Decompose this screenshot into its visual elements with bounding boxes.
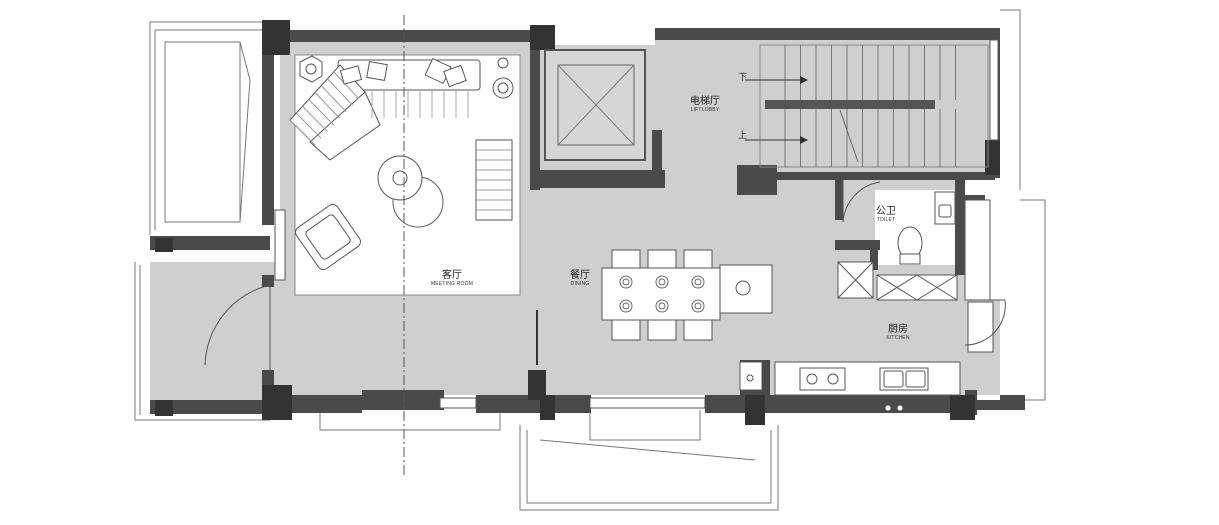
place-setting: [619, 299, 633, 313]
dining-chair: [647, 319, 677, 341]
place-setting: [655, 275, 669, 289]
place-setting: [694, 302, 702, 310]
dining-label-cn: 餐厅: [570, 268, 590, 281]
living-furniture: [289, 55, 514, 270]
place-setting: [655, 299, 669, 313]
toilet-label-en: TOILET: [877, 217, 896, 223]
living-label-cn: 客厅: [442, 268, 462, 281]
living-label-en: MEETING ROOM: [431, 281, 473, 287]
stairs: 下 上: [738, 44, 989, 168]
coffee-table: [377, 155, 423, 201]
dining-chair: [611, 249, 641, 269]
dining-furniture: [601, 249, 773, 341]
windows: [274, 39, 999, 409]
stairs-up-label: 上: [738, 130, 747, 140]
liftlobby-label-cn: 电梯厅: [690, 94, 720, 107]
liftlobby-label-en: LIFTLOBBY: [691, 107, 720, 113]
columns: [155, 20, 1000, 425]
kitchen-fixtures: [739, 261, 961, 412]
exterior-outlines: [134, 9, 1046, 511]
place-setting: [622, 278, 630, 286]
dining-island: [719, 264, 773, 314]
kitchen-label-en: KITCHEN: [886, 335, 910, 341]
sofa-line: [289, 119, 316, 146]
place-setting: [622, 302, 630, 310]
sofa-line: [320, 85, 347, 113]
sofa-line: [302, 105, 328, 133]
dining-label-en: DINING: [571, 281, 590, 287]
room-labels: 客厅 MEETING ROOM 餐厅 DINING 电梯厅 LIFTLOBBY …: [431, 94, 910, 341]
kitchen-door[interactable]: [964, 299, 1006, 346]
cooktop: [799, 367, 846, 391]
chaise-lounge: [309, 91, 381, 161]
armchair: [295, 204, 361, 270]
dining-chair: [683, 249, 713, 269]
sofa-line: [295, 112, 322, 139]
dining-chair: [611, 319, 641, 341]
sofa-line: [314, 92, 341, 119]
toilet-fixtures: [842, 178, 956, 265]
elevator: [544, 49, 646, 161]
dining-chair: [683, 319, 713, 341]
place-setting: [658, 302, 666, 310]
entrance-door[interactable]: [204, 284, 271, 370]
place-setting: [691, 299, 705, 313]
sofa-line: [333, 71, 360, 99]
stairs-down-label: 下: [738, 72, 747, 82]
dining-chair: [647, 249, 677, 269]
place-setting: [691, 275, 705, 289]
sofa-line: [327, 78, 353, 106]
place-setting: [658, 278, 666, 286]
sofa-line: [308, 99, 335, 126]
kitchen-label-cn: 厨房: [888, 322, 908, 335]
toilet-label-cn: 公卫: [876, 206, 896, 217]
place-setting: [694, 278, 702, 286]
place-setting: [619, 275, 633, 289]
